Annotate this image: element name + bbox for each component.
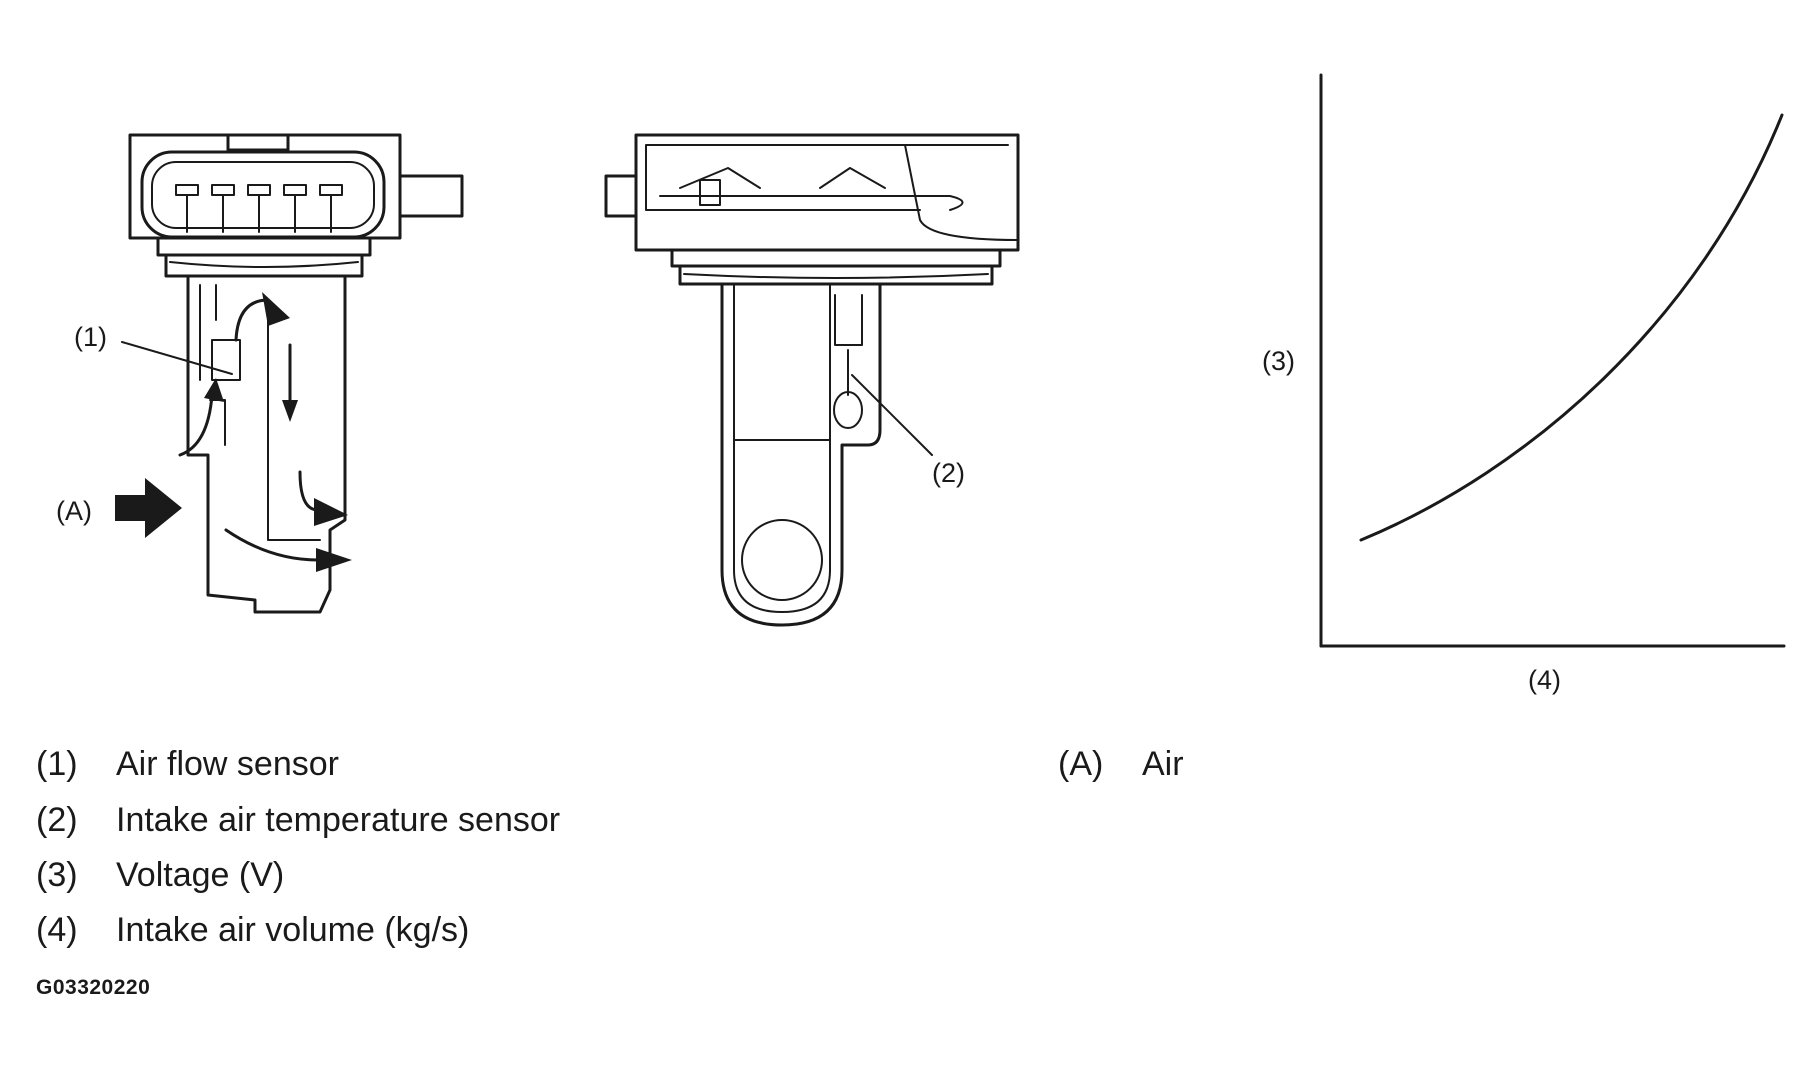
callout-1: (1)	[74, 322, 107, 352]
sensor-rear-view	[604, 133, 1020, 627]
callout-2: (2)	[932, 458, 965, 488]
legend-item-1: (1) Air flow sensor	[36, 744, 339, 784]
legend-text: Air flow sensor	[116, 745, 339, 783]
figure-code: G03320220	[36, 976, 151, 999]
voltage-graph	[1319, 73, 1786, 648]
legend-text: Intake air temperature sensor	[116, 801, 561, 839]
callout-4: (4)	[1528, 665, 1561, 695]
legend-item-3: (3) Voltage (V)	[36, 855, 284, 895]
legend-text: Voltage (V)	[116, 856, 285, 894]
legend-num: (3)	[36, 856, 78, 894]
legend-item-4: (4) Intake air volume (kg/s)	[36, 910, 469, 950]
legend-item-2: (2) Intake air temperature sensor	[36, 800, 560, 840]
legend-num: (A)	[1058, 745, 1104, 783]
legend-text: Intake air volume (kg/s)	[116, 911, 470, 949]
callout-a: (A)	[56, 496, 92, 526]
callout-3: (3)	[1262, 346, 1295, 376]
legend-text: Air	[1142, 745, 1184, 783]
sensor-side-view	[115, 133, 464, 614]
legend-item-air: (A) Air	[1058, 744, 1184, 784]
legend-num: (1)	[36, 745, 78, 783]
legend-num: (2)	[36, 801, 78, 839]
legend-num: (4)	[36, 911, 78, 949]
voltage-curve	[1359, 113, 1784, 542]
